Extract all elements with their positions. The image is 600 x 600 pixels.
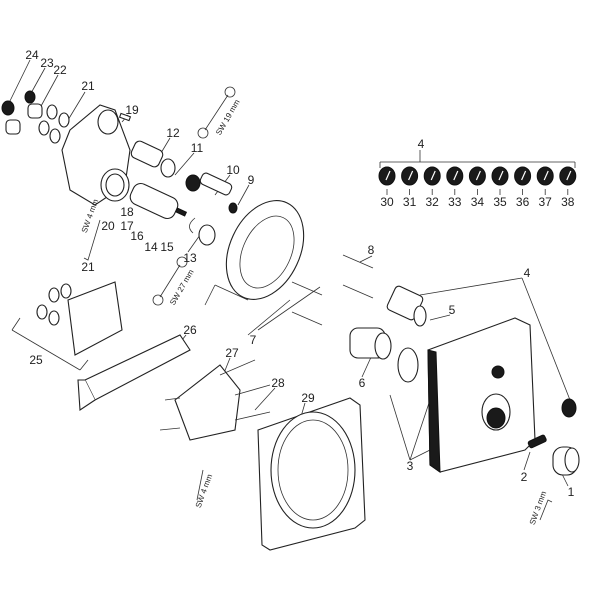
adapter-5-6	[349, 285, 427, 383]
part-label-16: 16	[130, 229, 144, 243]
trim-frame-29	[257, 397, 366, 551]
part-label-17: 17	[120, 219, 134, 233]
knob-38	[559, 166, 577, 186]
knob-32	[423, 166, 441, 186]
part-label-12: 12	[166, 126, 180, 140]
valve-body	[61, 104, 132, 206]
knob-symbol-icon	[453, 170, 459, 181]
part-label-23: 23	[40, 56, 54, 70]
knob-row	[378, 166, 577, 195]
part-label-18: 18	[120, 205, 134, 219]
part-label-26: 26	[183, 323, 197, 337]
part-label-4-knobs: 4	[417, 137, 425, 151]
wrench-icons	[83, 86, 553, 521]
part-label-21: 21	[81, 79, 95, 93]
knob-label-33: 33	[448, 195, 462, 209]
flange-27-28	[159, 359, 271, 441]
knob-35	[491, 166, 509, 186]
knob-34	[468, 166, 486, 186]
part-label-27: 27	[225, 346, 239, 360]
knob-label-35: 35	[493, 195, 507, 209]
mounting-ring-7	[225, 200, 305, 300]
part-label-6: 6	[358, 376, 366, 390]
part-label-14: 14	[144, 240, 158, 254]
part-label-9: 9	[247, 173, 255, 187]
knob-symbol-icon	[521, 170, 527, 181]
knob-30	[378, 166, 396, 186]
part-label-5: 5	[448, 303, 456, 317]
knob-symbol-icon	[430, 170, 436, 181]
part-label-28: 28	[271, 376, 285, 390]
part-label-11: 11	[190, 141, 204, 155]
cartridges	[129, 140, 238, 246]
part-label-1: 1	[567, 485, 575, 499]
part-label-8: 8	[367, 243, 375, 257]
knob-37	[536, 166, 554, 186]
knob-symbol-icon	[475, 170, 481, 181]
part-label-13: 13	[183, 251, 197, 265]
knob-1-spindle-2	[527, 398, 580, 476]
part-label-4: 4	[523, 266, 531, 280]
part-label-24: 24	[25, 48, 39, 62]
part-label-15: 15	[160, 240, 174, 254]
part-label-10: 10	[226, 163, 240, 177]
knob-symbol-icon	[566, 170, 572, 181]
part-label-29: 29	[301, 391, 315, 405]
knob-33	[446, 166, 464, 186]
part-label-21b: 21	[81, 260, 95, 274]
knob-label-37: 37	[538, 195, 552, 209]
screws-8	[291, 254, 374, 326]
knob-label-36: 36	[515, 195, 530, 209]
part-label-19: 19	[125, 103, 139, 117]
part-label-2: 2	[520, 470, 528, 484]
knob-label-32: 32	[425, 195, 439, 209]
part-label-20: 20	[101, 219, 115, 233]
knob-label-38: 38	[561, 195, 575, 209]
knob-symbol-icon	[385, 170, 391, 181]
part-label-22: 22	[53, 63, 67, 77]
part-label-7: 7	[249, 333, 257, 347]
knob-label-34: 34	[470, 195, 485, 209]
knob-symbol-icon	[408, 170, 414, 181]
knob-label-30: 30	[380, 195, 394, 209]
knob-label-31: 31	[402, 195, 417, 209]
knob-symbol-icon	[543, 170, 549, 181]
knob-symbol-icon	[498, 170, 504, 181]
part-label-3: 3	[406, 459, 414, 473]
fittings-22-24	[1, 90, 70, 144]
part-label-25: 25	[29, 353, 43, 367]
bracket-26	[77, 334, 191, 411]
knob-36	[514, 166, 532, 186]
leader-lines	[7, 59, 576, 487]
cover-plate-3	[427, 317, 536, 473]
knob-31	[401, 166, 419, 186]
mounting-plate-25	[36, 281, 123, 356]
